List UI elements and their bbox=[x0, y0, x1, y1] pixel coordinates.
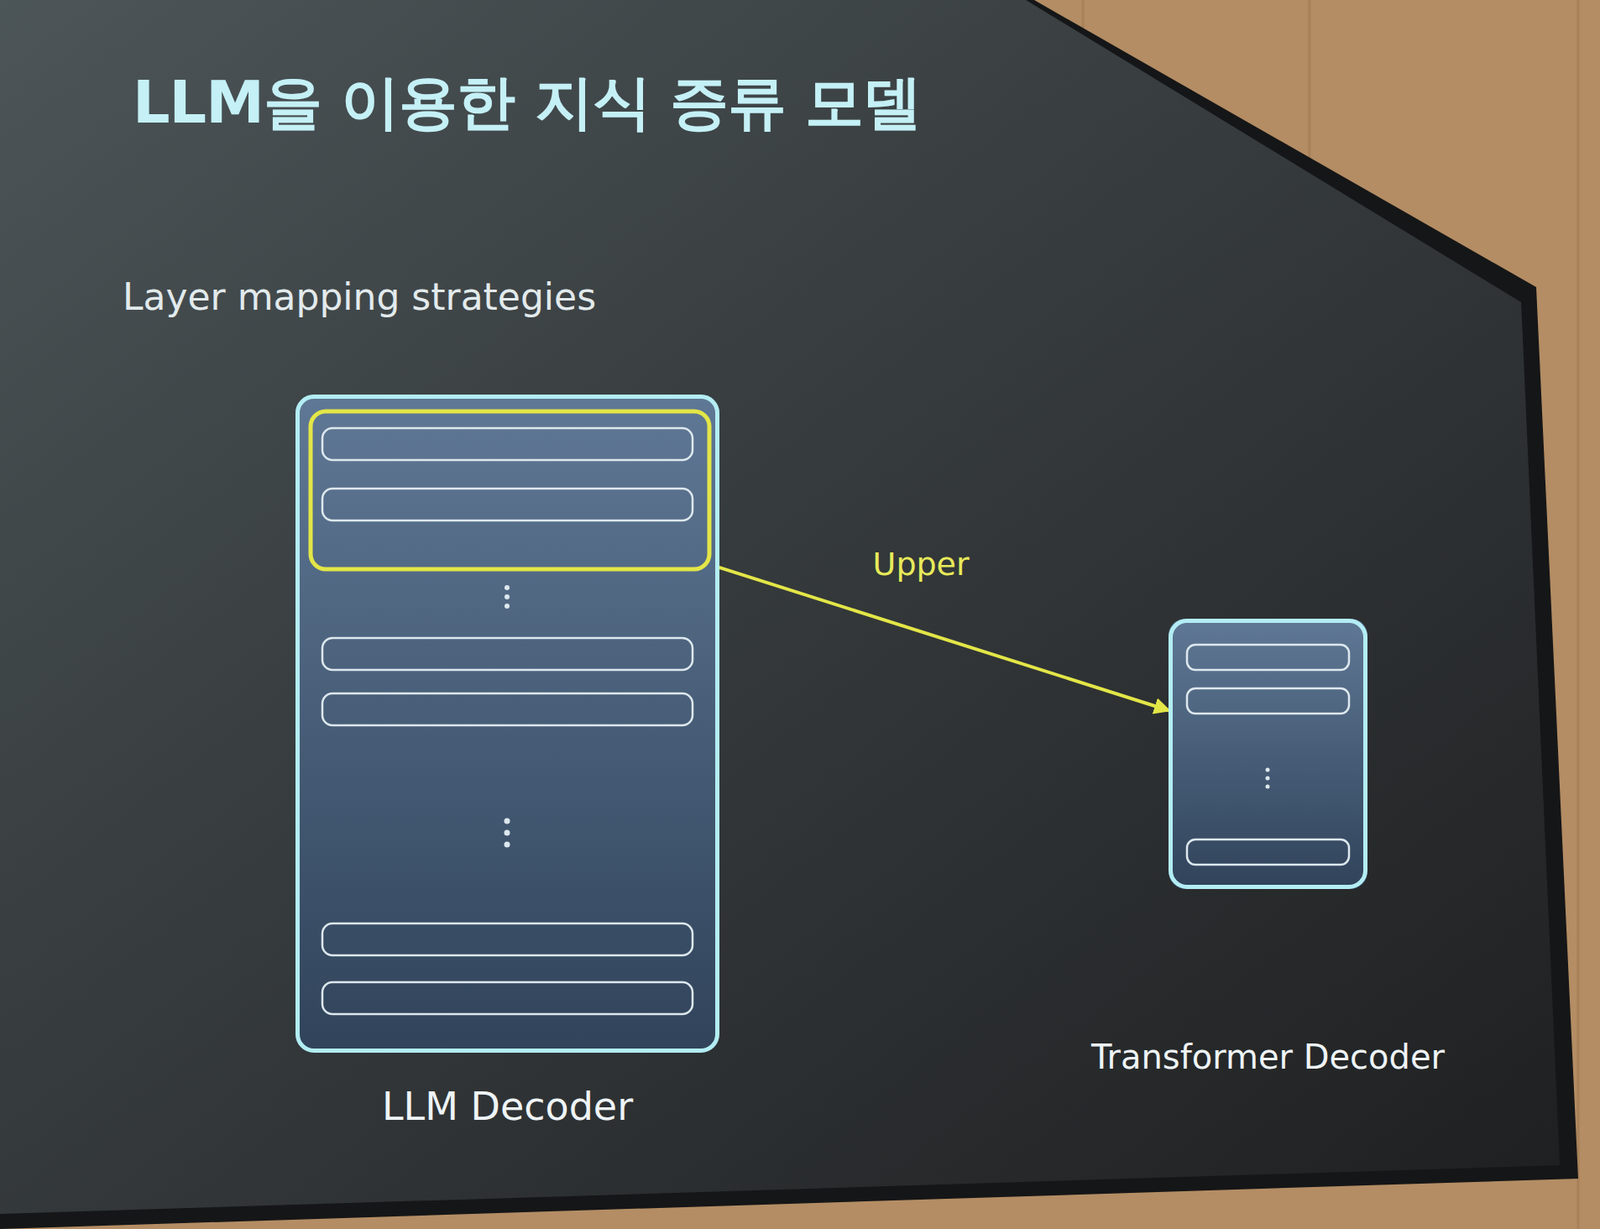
ellipsis-dots bbox=[504, 585, 1271, 848]
mapping-arrow bbox=[717, 566, 1170, 711]
decoder-fill bbox=[295, 394, 720, 1053]
decoder-box: LLM Decoder bbox=[295, 394, 720, 1053]
screen-panel bbox=[0, 0, 1560, 1214]
decoder-box: Transformer Decoder bbox=[1168, 618, 1368, 889]
decoder-label: LLM Decoder bbox=[381, 1083, 633, 1130]
highlight-box bbox=[310, 411, 710, 570]
slide-title: LLM을 이용한 지식 증류 모델 bbox=[132, 63, 921, 143]
layer-bars bbox=[322, 428, 1350, 1015]
subtitle: Layer mapping strategies bbox=[122, 275, 597, 319]
decoder-fill bbox=[1168, 618, 1368, 889]
decoder-label: Transformer Decoder bbox=[1091, 1037, 1445, 1077]
edge-label: Upper bbox=[873, 545, 970, 583]
